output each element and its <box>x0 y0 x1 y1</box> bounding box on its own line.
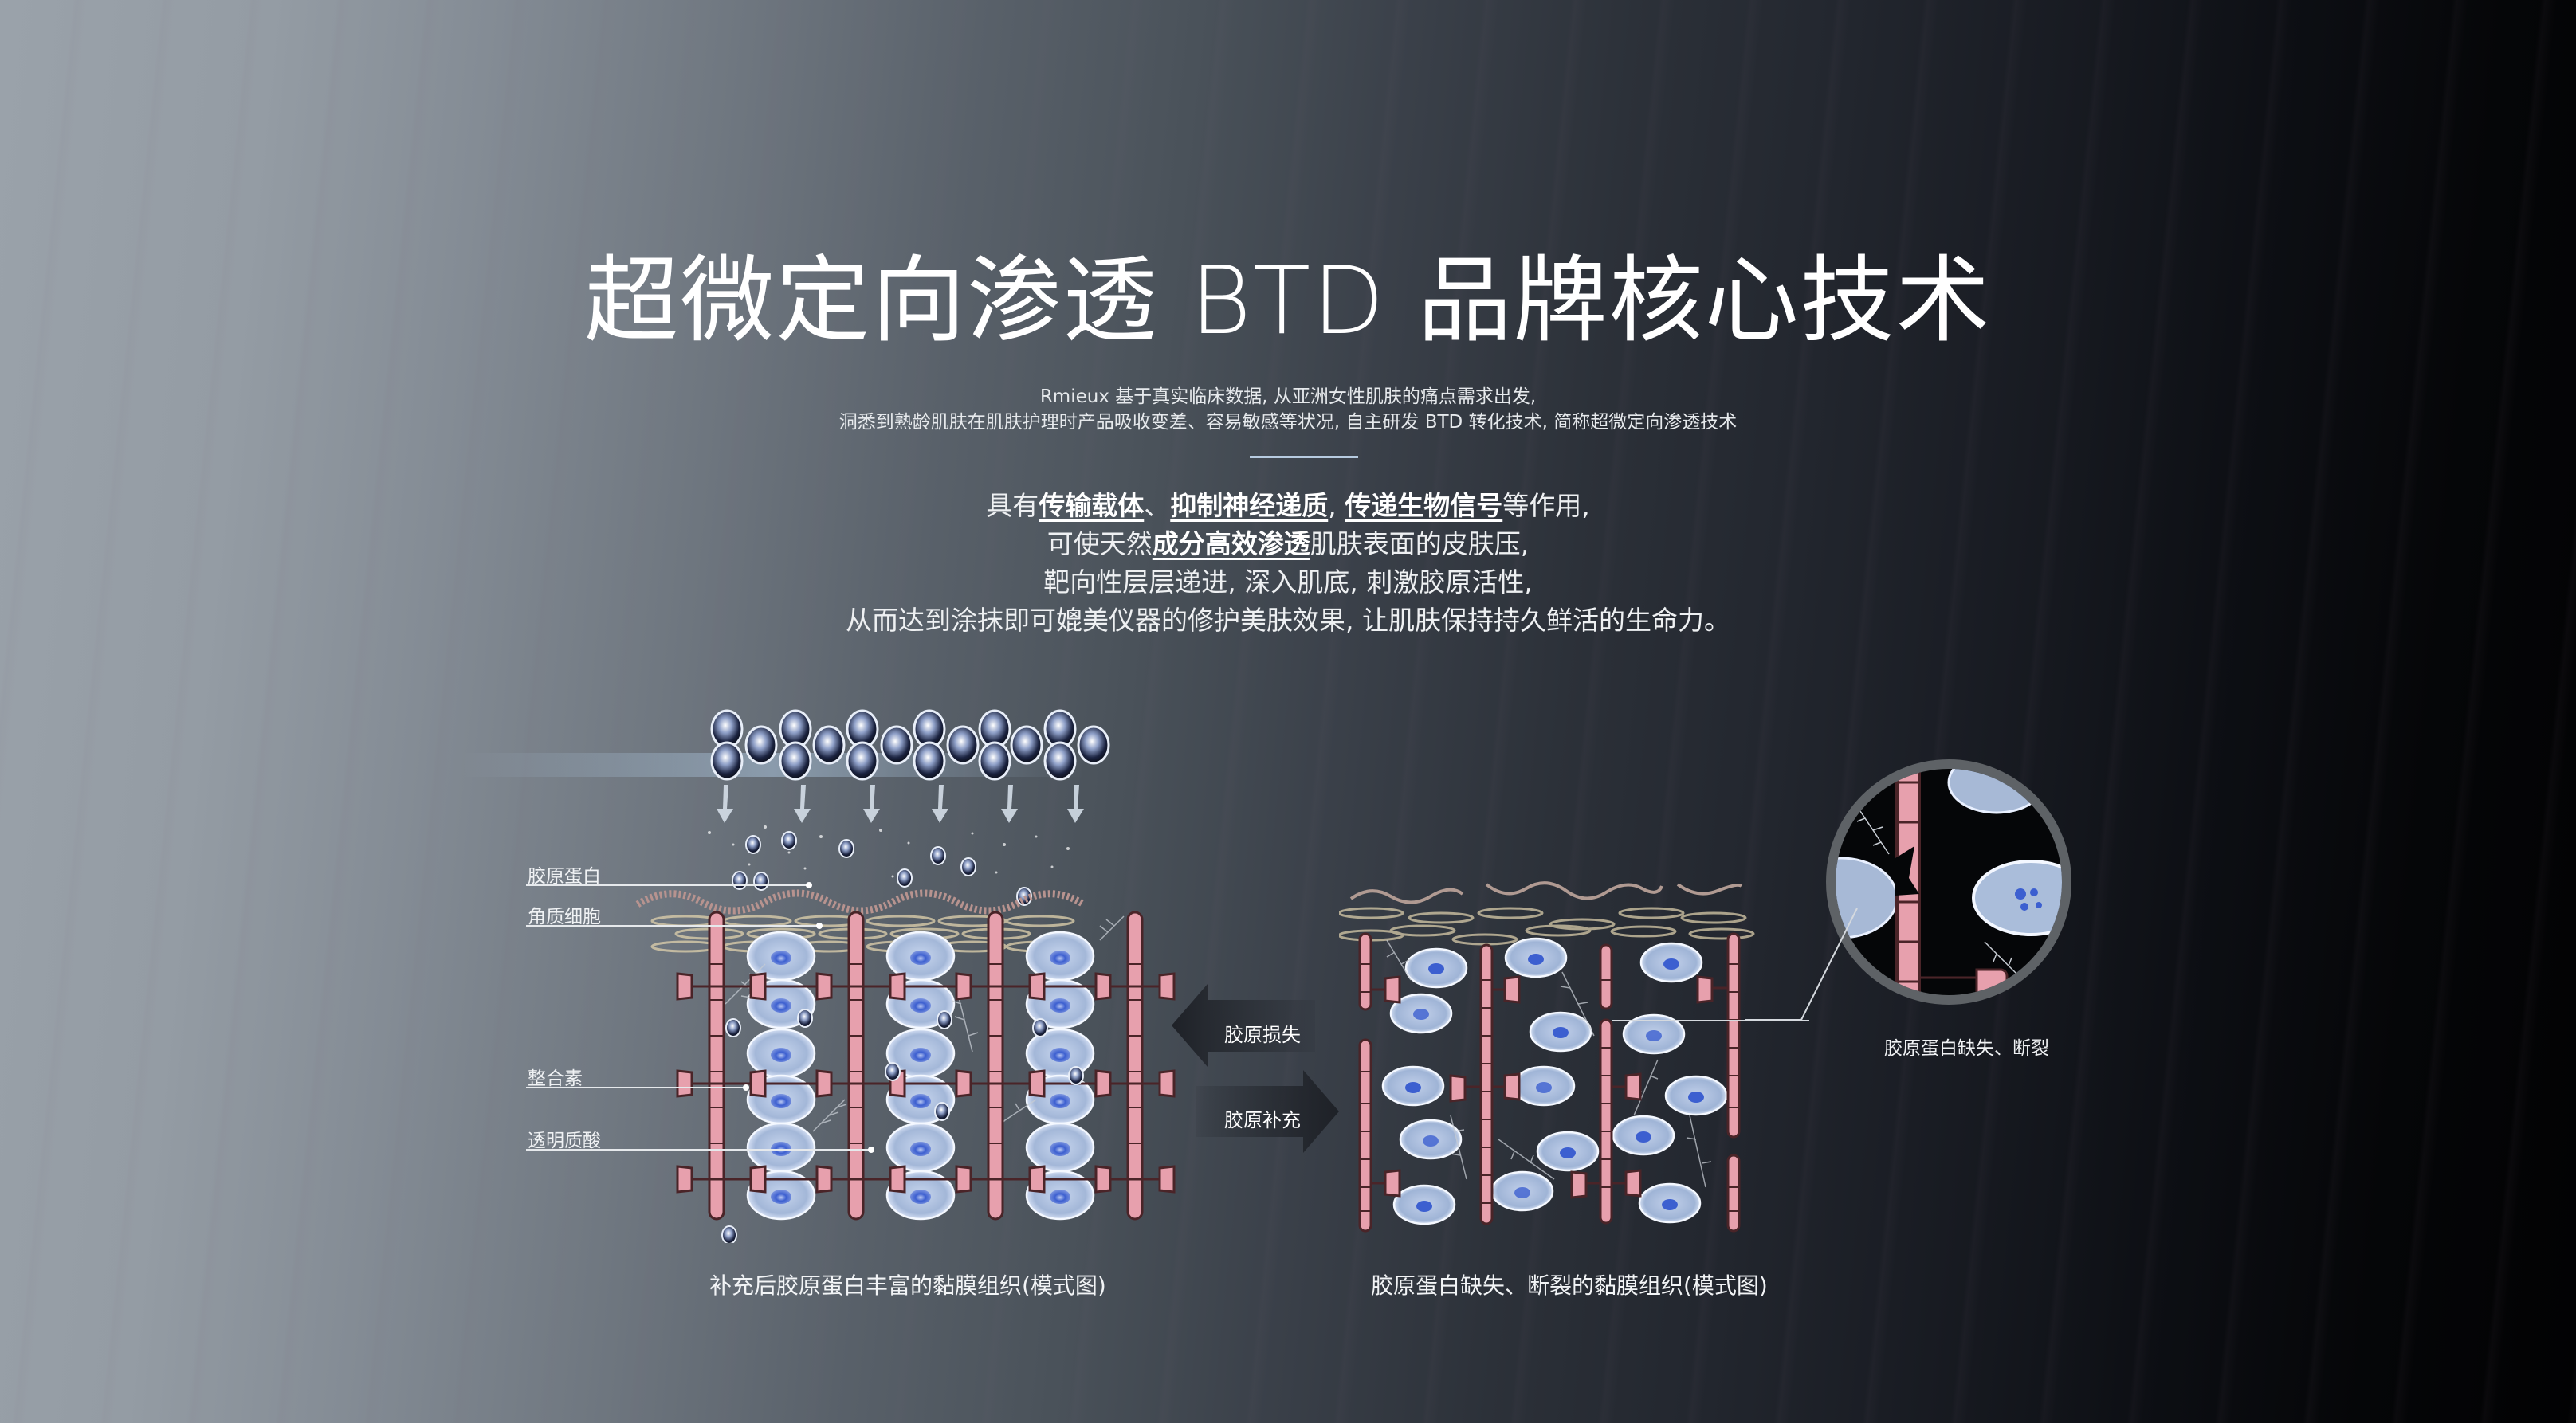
label-collagen: 胶原蛋白 <box>528 866 601 887</box>
body-line-2: 可使天然成分高效渗透肌肤表面的皮肤压, <box>1046 528 1530 559</box>
body-line-1: 具有传输载体、抑制神经递质, 传递生物信号等作用, <box>986 490 1590 521</box>
subtitle-line-1: Rmieux 基于真实临床数据, 从亚洲女性肌肤的痛点需求出发, <box>1039 386 1537 407</box>
magnifier-collagen-break <box>1826 759 2071 1005</box>
highlight-transport-carrier: 传输载体 <box>1039 490 1145 521</box>
divider <box>1250 456 1358 458</box>
body-line-3: 靶向性层层递进, 深入肌底, 刺激胶原活性, <box>1043 566 1533 598</box>
subtitle-line-2: 洞悉到熟龄肌肤在肌肤护理时产品吸收变差、容易敏感等状况, 自主研发 BTD 转化… <box>838 412 1738 433</box>
body-line-4: 从而达到涂抹即可媲美仪器的修护美肤效果, 让肌肤保持持久鲜活的生命力。 <box>846 605 1730 636</box>
down-arrows-icon <box>717 785 1084 823</box>
label-hyaluronic-acid: 透明质酸 <box>528 1131 601 1151</box>
label-keratinocyte: 角质细胞 <box>528 907 601 927</box>
collagen-supplement-label: 胶原补充 <box>1224 1109 1301 1131</box>
collagen-loss-label: 胶原损失 <box>1224 1024 1301 1046</box>
callout-collagen-break: 胶原蛋白缺失、断裂 <box>1884 1038 2049 1059</box>
damaged-tissue-diagram <box>1339 881 1809 1233</box>
highlight-inhibit-neurotransmitter: 抑制神经递质 <box>1170 490 1329 521</box>
arrow-collagen-loss-icon <box>1172 984 1339 1153</box>
callout-leader <box>1745 908 1858 1021</box>
collagen-fibers <box>708 911 1144 1221</box>
left-diagram-caption: 补充后胶原蛋白丰富的黏膜组织(模式图) <box>709 1272 1106 1299</box>
highlight-efficient-penetration: 成分高效渗透 <box>1152 528 1310 559</box>
page-title: 超微定向渗透 BTD 品牌核心技术 <box>584 245 1992 355</box>
healthy-tissue-diagram <box>462 709 1176 1243</box>
highlight-bio-signal: 传递生物信号 <box>1345 490 1503 521</box>
right-diagram-caption: 胶原蛋白缺失、断裂的黏膜组织(模式图) <box>1371 1272 1768 1299</box>
label-integrin: 整合素 <box>528 1068 583 1089</box>
